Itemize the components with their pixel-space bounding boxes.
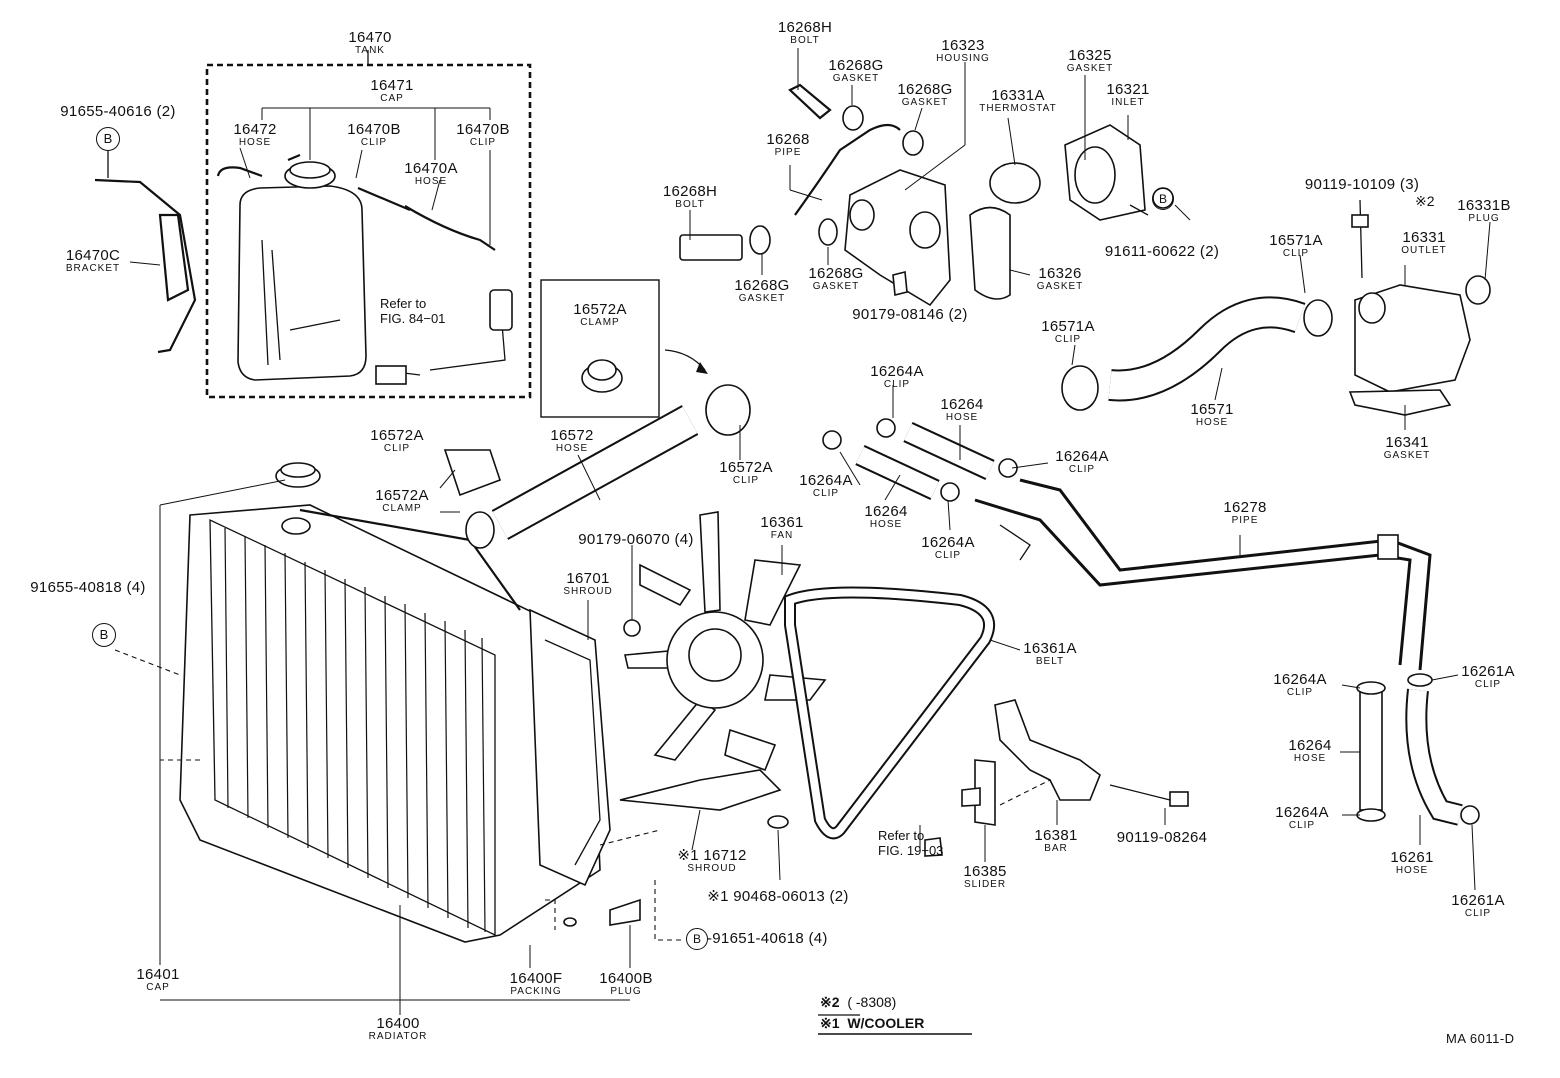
- b-marker-2: B: [92, 623, 116, 647]
- label-bolt-90119-10109: 90119-10109 (3): [1304, 176, 1420, 193]
- legend-line-1: ※2 ( -8308): [820, 994, 897, 1010]
- bracket-shape: [94, 150, 197, 354]
- fan-shape: [619, 511, 827, 811]
- label-bolt-90119-08264: 90119-08264: [1116, 829, 1208, 846]
- drain-plug-shape: [563, 815, 789, 927]
- label-bolt-91611-60622: 91611-60622 (2): [1104, 243, 1220, 260]
- heater-pipe-shape: [974, 478, 1432, 671]
- b-marker-4: B: [686, 928, 708, 950]
- label-nut-90179-08146: 90179-08146 (2): [852, 306, 968, 323]
- bar-slider-shape: [924, 699, 1189, 857]
- small-hoses-shape: [822, 418, 1018, 502]
- b-marker-1: B: [96, 127, 120, 151]
- label-nut-90179-06070: 90179-06070 (4): [578, 531, 694, 548]
- dashed-leaders: [114, 649, 685, 941]
- thermostat-housing-shape: [679, 83, 1174, 307]
- label-bolt-91655-40818: 91655-40818 (4): [30, 579, 146, 596]
- legend-line-2: ※1 W/COOLER: [820, 1015, 925, 1031]
- hose-16571-shape: [1061, 296, 1333, 411]
- diagram-code: MA 6011-D: [1446, 1031, 1515, 1046]
- star2-note: ※2: [1415, 193, 1435, 209]
- leader-lines: [129, 48, 1491, 1015]
- label-bolt-90468-06013: ※1 90468-06013 (2): [707, 888, 849, 905]
- right-hoses-shape: [1356, 673, 1480, 826]
- reserve-tank-shape: [216, 153, 513, 385]
- water-outlet-shape: [1348, 199, 1491, 416]
- shroud-shape: [529, 608, 611, 887]
- label-bolt-91651-40618: -91651-40618 (4): [707, 930, 828, 947]
- upper-hose-shape: [443, 359, 751, 637]
- belt-shape: [784, 586, 995, 840]
- radiator-shape: [179, 462, 601, 943]
- clamp-detail-box: [540, 279, 660, 418]
- b-marker-3: B: [1152, 188, 1174, 210]
- label-bolt-91655-40616: 91655-40616 (2): [60, 103, 176, 120]
